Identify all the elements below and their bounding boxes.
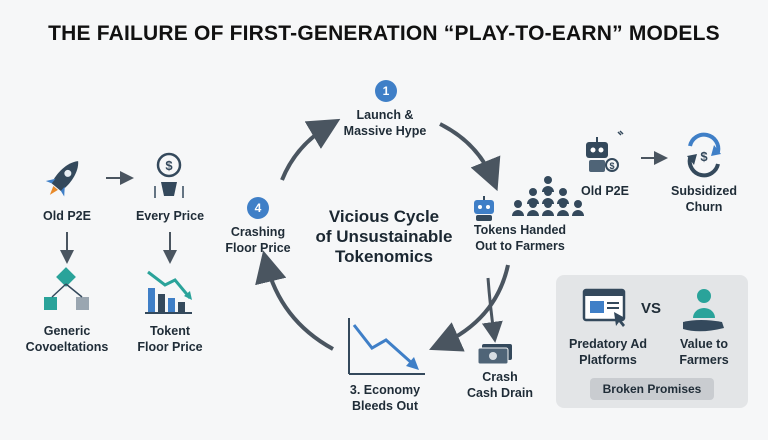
- robot-coin-icon: $: [586, 131, 623, 172]
- step-4-badge: 4: [247, 197, 269, 219]
- cycle-arrow-bottom-right: [440, 265, 508, 345]
- left-old-p2e-label: Old P2E: [27, 208, 107, 224]
- robot-icon: [474, 196, 494, 221]
- step-2-label: Tokens Handed Out to Farmers: [455, 222, 585, 254]
- vs-label: VS: [641, 300, 661, 317]
- svg-text:$: $: [700, 149, 708, 164]
- churn-cycle-icon: $: [687, 135, 721, 176]
- step-4-label: Crashing Floor Price: [205, 224, 311, 256]
- cube-network-icon: [44, 267, 89, 310]
- falling-chart-icon: [145, 272, 192, 313]
- rocket-icon: [41, 153, 88, 202]
- every-price-label: Every Price: [125, 208, 215, 224]
- value-to-farmers-label: Value to Farmers: [666, 336, 742, 368]
- coin-drop-icon: $: [155, 154, 183, 198]
- cash-icon: [478, 344, 512, 364]
- hand-person-icon: [683, 289, 724, 331]
- predatory-ad-label: Predatory Ad Platforms: [560, 336, 656, 368]
- step-1-badge: 1: [375, 80, 397, 102]
- step-3-label: 3. Economy Bleeds Out: [330, 382, 440, 414]
- declining-chart-icon: [349, 318, 425, 374]
- cycle-arrow-top-right: [440, 124, 493, 180]
- tokent-label: Tokent Floor Price: [120, 323, 220, 355]
- step-1-label: Launch & Massive Hype: [330, 107, 440, 139]
- right-old-p2e-label: Old P2E: [565, 183, 645, 199]
- cycle-arrow-bottom-left: [266, 262, 333, 349]
- subsidized-churn-label: Subsidized Churn: [662, 183, 746, 215]
- cycle-arrow-top-left: [282, 125, 330, 180]
- svg-text:$: $: [165, 158, 173, 173]
- crash-label: Crash Cash Drain: [455, 369, 545, 401]
- ad-platform-icon: [584, 290, 625, 327]
- svg-text:$: $: [609, 161, 614, 171]
- generic-label: Generic Covoeltations: [7, 323, 127, 355]
- vicious-cycle-title: Vicious Cycle of Unsustainable Tokenomic…: [300, 207, 468, 267]
